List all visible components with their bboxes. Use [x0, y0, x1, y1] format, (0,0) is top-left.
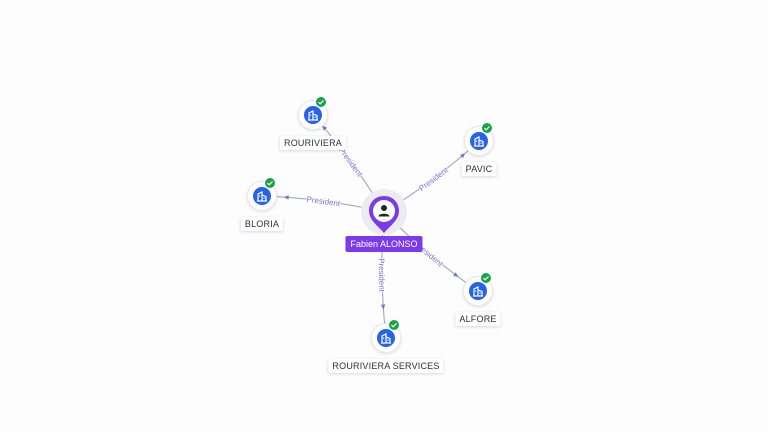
company-circle[interactable] [298, 96, 328, 130]
edge-label: President [306, 195, 341, 208]
company-label[interactable]: ROURIVIERA SERVICES [328, 359, 444, 373]
company-circle[interactable] [247, 177, 277, 211]
edge-arrow [380, 304, 386, 310]
building-icon [473, 286, 483, 297]
edge-label: President [377, 258, 387, 293]
edge-arrow [283, 195, 289, 200]
edge-label: President [337, 146, 365, 179]
company-label[interactable]: BLORIA [240, 217, 284, 231]
company-label[interactable]: PAVIC [461, 162, 497, 176]
company-label[interactable]: ALFORE [455, 312, 501, 326]
verified-check-icon [388, 319, 400, 331]
person-icon [378, 205, 390, 217]
company-label[interactable]: ROURIVIERA [279, 136, 347, 150]
edge-arrow [460, 153, 466, 159]
company-circle[interactable] [464, 122, 494, 156]
person-name-label[interactable]: Fabien ALONSO [345, 236, 423, 252]
edge-arrow [322, 125, 328, 131]
verified-check-icon [264, 177, 276, 189]
company-circle[interactable] [463, 272, 493, 306]
edge-label: President [417, 165, 450, 193]
building-icon [257, 191, 267, 202]
building-icon [474, 136, 484, 147]
building-icon [381, 333, 391, 344]
verified-check-icon [480, 272, 492, 284]
verified-check-icon [481, 122, 493, 134]
edge-arrow [453, 272, 459, 277]
company-circle[interactable] [371, 319, 401, 353]
building-icon [308, 110, 318, 121]
person-pin[interactable] [366, 194, 402, 236]
verified-check-icon [315, 96, 327, 108]
